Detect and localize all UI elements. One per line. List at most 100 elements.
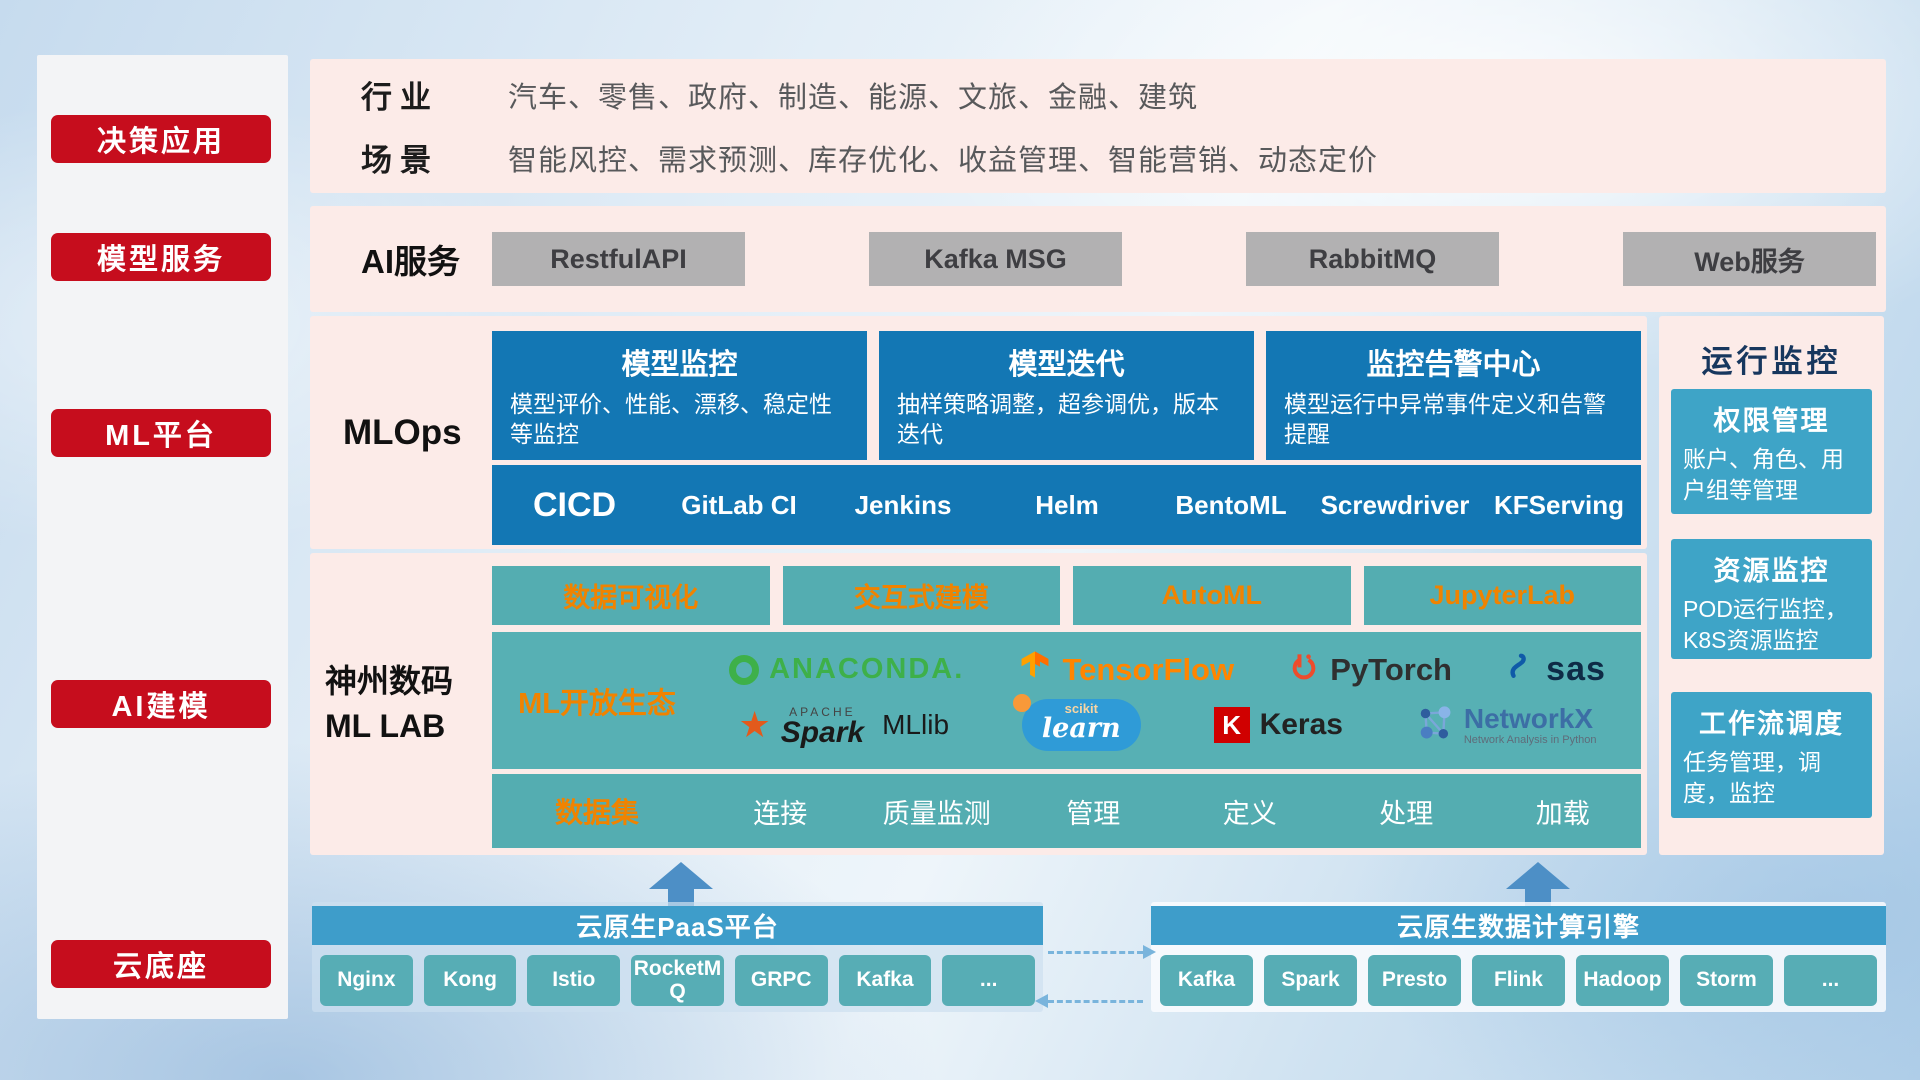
- component-kafka: Kafka: [1160, 955, 1253, 1006]
- industry-label: 行业: [361, 80, 439, 115]
- mllab-tools: 数据可视化 交互式建模 AutoML JupyterLab: [492, 566, 1641, 625]
- networkx-icon: [1416, 704, 1454, 747]
- dataset-quality: 质量监测: [882, 798, 991, 829]
- card-model-monitoring: 模型监控 模型评价、性能、漂移、稳定性等监控: [492, 331, 867, 460]
- category-cloud-base: 云底座: [51, 940, 271, 988]
- component-flink: Flink: [1472, 955, 1565, 1006]
- component-grpc: GRPC: [734, 955, 828, 1006]
- engine-title-bar: 云原生数据计算引擎: [1151, 906, 1886, 945]
- component-more: ...: [942, 955, 1036, 1006]
- category-model-service: 模型服务: [51, 233, 271, 281]
- card-alert-center: 监控告警中心 模型运行中异常事件定义和告警提醒: [1266, 331, 1641, 460]
- tool-kfserving: KFServing: [1493, 489, 1625, 520]
- industry-content: 汽车、零售、政府、制造、能源、文旅、金融、建筑: [508, 81, 1199, 114]
- dashed-arrow-left: [1035, 994, 1143, 1008]
- up-arrow-left: [649, 862, 713, 906]
- card-title: 资源监控: [1713, 556, 1830, 586]
- category-ai-modeling: AI建模: [51, 680, 271, 728]
- paas-components: Nginx Kong Istio RocketMQ GRPC Kafka ...: [320, 955, 1036, 1006]
- dataset-connect: 连接: [753, 798, 808, 829]
- card-title: 监控告警中心: [1366, 349, 1541, 381]
- component-more: ...: [1784, 955, 1877, 1006]
- card-title: 模型监控: [621, 349, 738, 381]
- left-category-rail: 决策应用 模型服务 ML平台 AI建模 云底座: [37, 55, 288, 1019]
- tool-jupyterlab: JupyterLab: [1363, 566, 1641, 625]
- ecosystem-logos: ANACONDA. TensorFlow PyTorch sas: [702, 650, 1641, 751]
- spark-wordmark: APACHE Spark: [780, 704, 865, 749]
- tensorflow-wordmark: TensorFlow: [1062, 651, 1235, 687]
- card-model-iteration: 模型迭代 抽样策略调整，超参调优，版本迭代: [879, 331, 1254, 460]
- scikit-learn-logo: scikit learn: [1012, 694, 1141, 751]
- card-workflow-scheduler: 工作流调度 任务管理，调度，监控: [1671, 692, 1872, 818]
- anaconda-wordmark: ANACONDA.: [769, 653, 965, 686]
- service-rabbitmq: RabbitMQ: [1246, 232, 1499, 286]
- component-spark: Spark: [1264, 955, 1357, 1006]
- scikit-label: scikit: [1064, 701, 1098, 717]
- sas-icon: [1506, 652, 1536, 687]
- tool-interactive-modeling: 交互式建模: [782, 566, 1060, 625]
- ecosystem-label: ML开放生态: [518, 687, 676, 720]
- component-kong: Kong: [423, 955, 517, 1006]
- tool-automl: AutoML: [1073, 566, 1351, 625]
- mlops-label: MLOps: [343, 412, 462, 452]
- tensorflow-logo: TensorFlow: [1018, 650, 1234, 689]
- component-storm: Storm: [1680, 955, 1773, 1006]
- scenario-content: 智能风控、需求预测、库存优化、收益管理、智能营销、动态定价: [508, 144, 1379, 177]
- keras-icon: K: [1213, 707, 1250, 743]
- card-permission-mgmt: 权限管理 账户、角色、用户组等管理: [1671, 389, 1872, 514]
- component-nginx: Nginx: [320, 955, 413, 1006]
- card-resource-monitor: 资源监控 POD运行监控，K8S资源监控: [1671, 539, 1872, 659]
- tool-data-visualization: 数据可视化: [492, 566, 770, 625]
- cicd-toolbar: CICD GitLab CI Jenkins Helm BentoML Scre…: [492, 465, 1641, 545]
- category-ml-platform: ML平台: [51, 409, 271, 457]
- pytorch-wordmark: PyTorch: [1330, 651, 1452, 687]
- industry-row: 行业 汽车、零售、政府、制造、能源、文旅、金融、建筑: [361, 72, 1886, 117]
- mllab-label-line2: ML LAB: [325, 708, 446, 744]
- card-title: 工作流调度: [1699, 709, 1844, 739]
- industry-scenario-band: 行业 汽车、零售、政府、制造、能源、文旅、金融、建筑 场景 智能风控、需求预测、…: [310, 59, 1886, 193]
- spark-label: Spark: [780, 715, 865, 749]
- networkx-wordmark: NetworkX Network Analysis in Python: [1463, 702, 1597, 747]
- card-title: 模型迭代: [1008, 349, 1125, 381]
- paas-title-bar: 云原生PaaS平台: [312, 906, 1043, 945]
- sas-logo: sas: [1506, 650, 1606, 689]
- tool-jenkins: Jenkins: [854, 489, 952, 520]
- category-decision-apps: 决策应用: [51, 115, 271, 163]
- keras-logo: K Keras: [1213, 707, 1343, 743]
- anaconda-icon: [729, 654, 760, 685]
- tool-gitlab-ci: GitLab CI: [681, 489, 797, 520]
- dataset-manage: 管理: [1066, 798, 1121, 829]
- card-desc: 账户、角色、用户组等管理: [1683, 446, 1844, 504]
- apache-label: APACHE: [789, 704, 856, 719]
- logo-row-1: ANACONDA. TensorFlow PyTorch sas: [702, 650, 1633, 689]
- ml-open-ecosystem: ML开放生态 ANACONDA. TensorFlow PyTorch: [492, 632, 1641, 769]
- component-presto: Presto: [1368, 955, 1461, 1006]
- logo-row-2: ★ APACHE Spark MLlib scikit learn: [702, 694, 1633, 751]
- scenario-label: 场景: [361, 143, 439, 178]
- scenario-row: 场景 智能风控、需求预测、库存优化、收益管理、智能营销、动态定价: [361, 135, 1886, 180]
- dataset-label: 数据集: [554, 797, 639, 828]
- component-istio: Istio: [527, 955, 621, 1006]
- dataset-load: 加载: [1535, 798, 1590, 829]
- card-desc: 模型评价、性能、漂移、稳定性等监控: [510, 391, 832, 447]
- run-monitor-title: 运行监控: [1701, 344, 1842, 379]
- tool-bentoml: BentoML: [1175, 489, 1287, 520]
- mllab-band: 神州数码 ML LAB 数据可视化 交互式建模 AutoML JupyterLa…: [310, 553, 1647, 855]
- tool-screwdriver: Screwdriver: [1320, 489, 1470, 520]
- service-restfulapi: RestfulAPI: [492, 232, 745, 286]
- tensorflow-icon: [1018, 650, 1052, 689]
- card-desc: 模型运行中异常事件定义和告警提醒: [1284, 391, 1606, 447]
- component-rocketmq: RocketMQ: [631, 955, 724, 1006]
- dashed-arrow-right: [1048, 945, 1156, 959]
- card-desc: 抽样策略调整，超参调优，版本迭代: [897, 391, 1219, 447]
- anaconda-logo: ANACONDA.: [729, 653, 964, 686]
- ai-service-label: AI服务: [361, 243, 460, 280]
- mllab-label: 神州数码 ML LAB: [325, 553, 490, 855]
- pytorch-logo: PyTorch: [1288, 651, 1452, 688]
- spark-star-icon: ★: [738, 704, 771, 745]
- dataset-process: 处理: [1379, 798, 1434, 829]
- networkx-label: NetworkX: [1463, 702, 1594, 734]
- scikit-learn-icon: scikit learn: [1012, 694, 1141, 751]
- mllab-label-line1: 神州数码: [325, 663, 454, 700]
